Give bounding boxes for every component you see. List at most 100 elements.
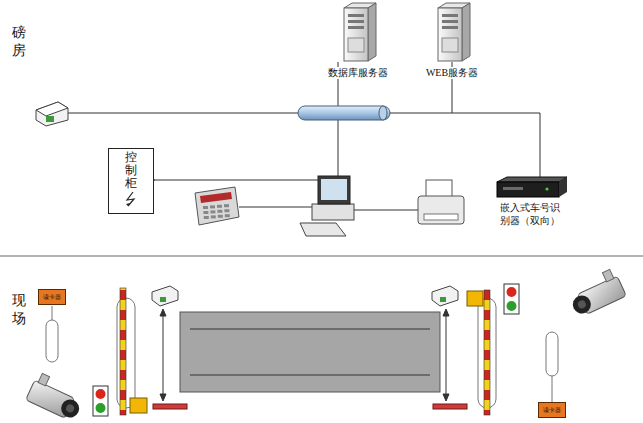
recognizer-node: 嵌入式车号识别器（双向）	[495, 176, 571, 228]
plate-cameras-part-part	[440, 297, 446, 302]
server-icon-part	[348, 26, 364, 29]
barrier-boxes-part	[467, 291, 483, 306]
weighing-indicator-part-part	[204, 216, 209, 219]
weighbridge-platform-part	[190, 329, 430, 330]
plate-cameras-part-part	[152, 286, 178, 306]
recognizer-device-part	[497, 182, 559, 197]
region-label: 磅房	[12, 24, 26, 60]
computer-part	[312, 204, 354, 220]
network-pipe-part	[298, 106, 390, 120]
sensor-columns-part	[52, 306, 53, 320]
server-icon-part	[348, 14, 364, 17]
detection-arrows-part	[163, 314, 164, 396]
printer	[418, 180, 464, 224]
ground-sensors	[153, 404, 467, 409]
projector-camera	[36, 102, 68, 126]
detection-arrows-part	[160, 394, 166, 401]
detection-arrows-part	[443, 394, 449, 401]
weighing-indicator	[195, 187, 239, 225]
traffic-lights	[93, 284, 519, 416]
reader-node: 读卡器	[38, 289, 66, 305]
computer-part	[321, 179, 347, 200]
server-icon	[336, 2, 381, 62]
cctv-cameras-part-part	[65, 403, 76, 414]
server-icon-part	[368, 3, 376, 61]
server-icon-part	[462, 3, 470, 61]
server-icon-part	[348, 20, 364, 23]
weighing-indicator-part-part	[224, 204, 229, 207]
sensor-columns-part	[552, 376, 553, 402]
server-icon-part	[438, 8, 462, 61]
sensor-columns-part	[546, 332, 558, 376]
traffic-lights-part	[96, 403, 106, 413]
traffic-lights-part	[96, 389, 106, 399]
server-icon	[430, 2, 475, 62]
barrier-boxes-part	[130, 398, 147, 413]
weighing-indicator-part	[195, 187, 239, 225]
weighing-indicator-part-part	[225, 214, 230, 217]
printer-part	[418, 196, 464, 224]
barrier-poles	[120, 288, 490, 415]
server-icon-part	[442, 38, 458, 52]
cctv-cameras-part-part	[577, 299, 588, 310]
printer-part	[424, 214, 458, 220]
plate-cameras-part	[432, 286, 458, 306]
divider-line	[0, 256, 643, 257]
plate-cameras-part-part	[160, 297, 166, 302]
weighing-indicator-part-part	[210, 205, 215, 208]
weighing-indicator-part	[203, 204, 230, 219]
lightning-symbol	[123, 191, 139, 207]
cabinet-node: 控制柜	[108, 148, 154, 214]
network-wires-part	[540, 113, 541, 181]
ground-sensors-part	[433, 404, 467, 409]
weighing-indicator-part-part	[211, 215, 216, 218]
network-wires-part	[354, 210, 420, 211]
cctv-cameras	[26, 268, 627, 422]
ground-sensors-part	[153, 404, 187, 409]
weighing-indicator-part-part	[218, 215, 223, 218]
detection-arrows-part	[160, 309, 166, 316]
cctv-cameras-part-part	[38, 373, 49, 385]
traffic-lights-part	[507, 287, 517, 297]
traffic-lights-part	[504, 284, 519, 314]
cctv-cameras-part-part	[58, 396, 82, 420]
region-label: 现场	[12, 292, 26, 328]
projector-camera-part	[46, 116, 54, 122]
network-wires-part	[153, 180, 318, 181]
computer-part	[300, 223, 346, 236]
node-label: 读卡器	[543, 407, 561, 413]
server-icon-part	[348, 38, 364, 52]
weighing-indicator-part-part	[203, 211, 208, 214]
weighbridge-platform-part	[190, 375, 430, 376]
sensor-columns-part	[46, 320, 58, 362]
network-pipe	[298, 106, 390, 120]
detection-arrows-part	[443, 309, 449, 316]
weighing-indicator-part-part	[217, 210, 222, 213]
recognizer-device-part	[497, 177, 567, 182]
network-pipe-part	[379, 106, 387, 120]
server-node: 数据库服务器	[323, 2, 393, 80]
recognizer-device-part	[503, 187, 523, 190]
detection-arrows	[160, 309, 449, 401]
lightning-symbol-part	[127, 192, 134, 206]
weighbridge-platform-part	[180, 312, 440, 392]
reader-node: 读卡器	[538, 402, 566, 418]
cctv-cameras-part-part	[570, 292, 594, 316]
node-label: 控制柜	[125, 151, 137, 191]
barrier-poles-part	[484, 290, 490, 415]
cctv-cameras-part	[26, 372, 87, 422]
node-label: WEB服务器	[425, 67, 479, 79]
projector-camera-part	[36, 102, 68, 126]
node-label: 数据库服务器	[327, 67, 389, 79]
weighing-indicator-part-part	[217, 205, 222, 208]
plate-cameras	[152, 286, 458, 306]
node-label: 读卡器	[43, 294, 61, 300]
network-wires-part	[239, 207, 312, 208]
printer-part	[426, 180, 452, 198]
cctv-cameras-part-part	[602, 269, 613, 281]
server-icon-part	[442, 20, 458, 23]
plate-cameras-part	[152, 286, 178, 306]
projector-camera-part	[36, 102, 68, 116]
lightning-symbol-part	[126, 203, 130, 206]
